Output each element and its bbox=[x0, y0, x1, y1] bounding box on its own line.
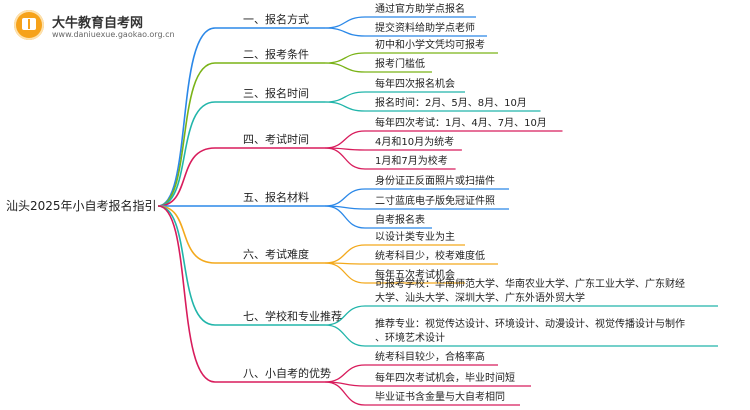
leaf-text: 初中和小学文凭均可报考 bbox=[375, 38, 485, 51]
leaf-text: 身份证正反面照片或扫描件 bbox=[375, 174, 495, 187]
leaf-text: 统考科目较少，合格率高 bbox=[375, 350, 485, 363]
leaf-text: 1月和7月为校考 bbox=[375, 154, 448, 167]
leaf-text: 自考报名表 bbox=[375, 213, 425, 226]
leaf-text: 大学、汕头大学、深圳大学、广东外语外贸大学 bbox=[375, 291, 585, 304]
connector-lines bbox=[157, 16, 718, 406]
root-branch-connector bbox=[157, 205, 216, 383]
branch-leaf-connector bbox=[324, 244, 366, 264]
leaf-text: 每年五次考试机会 bbox=[375, 268, 455, 281]
leaf-text: 4月和10月为统考 bbox=[375, 135, 454, 148]
branch-label: 四、考试时间 bbox=[243, 133, 309, 146]
branch-label: 一、报名方式 bbox=[243, 12, 309, 26]
leaf-text: 推荐专业：视觉传达设计、环境设计、动漫设计、视觉传播设计与制作 bbox=[375, 317, 685, 330]
branch-leaf-connector bbox=[324, 262, 366, 284]
branch-leaf-connector bbox=[324, 147, 366, 170]
leaf-text: 通过官方助学点报名 bbox=[375, 2, 465, 15]
root-branch-connector bbox=[157, 101, 216, 207]
branch-label: 六、考试难度 bbox=[243, 247, 309, 261]
leaf-text: 每年四次报名机会 bbox=[375, 77, 455, 90]
site-logo: 大牛教育自考网 www.daniuexue.gaokao.org.cn bbox=[14, 10, 175, 44]
leaf-text: 二寸蓝底电子版免冠证件照 bbox=[375, 194, 495, 207]
root-branch-connector bbox=[157, 205, 216, 264]
logo-url: www.daniuexue.gaokao.org.cn bbox=[52, 30, 175, 39]
leaf-text: 每年四次考试：1月、4月、7月、10月 bbox=[375, 116, 547, 129]
branch-label: 五、报名材料 bbox=[243, 190, 309, 204]
leaf-text: 提交资料给助学点老师 bbox=[375, 21, 475, 34]
branch-label: 七、学校和专业推荐 bbox=[243, 309, 342, 323]
branch-leaf-connector bbox=[324, 52, 366, 64]
leaf-text: 、环境艺术设计 bbox=[375, 331, 445, 344]
branch-label: 八、小自考的优势 bbox=[243, 366, 331, 380]
branch-leaf-connector bbox=[324, 130, 366, 149]
root-branch-connector bbox=[157, 62, 216, 207]
leaf-text: 报名时间：2月、5月、8月、10月 bbox=[375, 96, 527, 109]
branch-leaf-connector bbox=[324, 381, 366, 406]
leaf-text: 以设计类专业为主 bbox=[375, 230, 455, 243]
leaf-text: 每年四次考试机会，毕业时间短 bbox=[375, 371, 515, 384]
book-logo-icon bbox=[14, 10, 44, 40]
branch-leaf-connector bbox=[324, 101, 366, 112]
leaf-text: 毕业证书含金量与大自考相同 bbox=[375, 390, 505, 403]
logo-title: 大牛教育自考网 bbox=[52, 16, 144, 31]
root-branch-connector bbox=[157, 205, 216, 326]
branch-leaf-connector bbox=[324, 205, 366, 229]
branch-leaf-connector bbox=[324, 16, 366, 29]
branch-leaf-connector bbox=[324, 188, 366, 207]
leaf-text: 可报考学校：华南师范大学、华南农业大学、广东工业大学、广东财经 bbox=[375, 277, 685, 290]
branch-leaf-connector bbox=[324, 324, 366, 347]
branch-label: 二、报考条件 bbox=[243, 47, 309, 61]
branch-leaf-connector bbox=[324, 27, 366, 37]
branch-leaf-connector bbox=[324, 305, 366, 326]
branch-leaf-connector bbox=[324, 91, 366, 103]
branch-leaf-connector bbox=[324, 62, 366, 73]
branch-leaf-connector bbox=[324, 364, 366, 383]
root-branch-connector bbox=[157, 27, 216, 207]
root-topic: 汕头2025年小自考报名指引 bbox=[6, 198, 157, 213]
leaf-text: 报考门槛低 bbox=[375, 57, 425, 70]
root-branch-connector bbox=[157, 147, 216, 207]
leaf-text: 统考科目少，校考难度低 bbox=[375, 249, 485, 262]
branch-label: 三、报名时间 bbox=[243, 86, 309, 100]
